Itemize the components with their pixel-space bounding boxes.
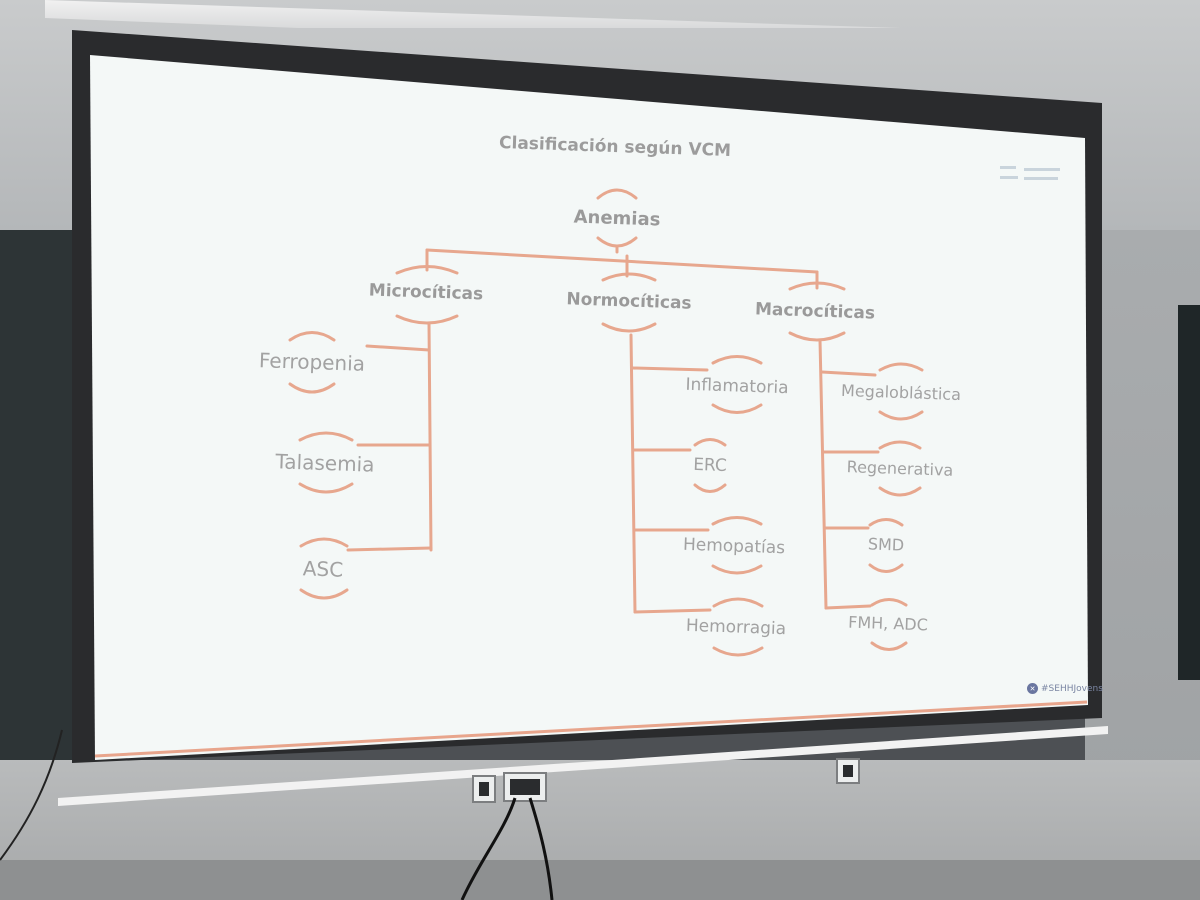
wall-socket-double xyxy=(503,772,547,802)
node-fmh-adc: FMH, ADC xyxy=(847,612,929,635)
society-logo-icon: ✕ xyxy=(1027,683,1038,694)
node-ferropenia: Ferropenia xyxy=(258,348,366,376)
normo-vertical xyxy=(629,333,637,614)
macro-to-fmh xyxy=(824,604,872,610)
node-talasemia: Talasemia xyxy=(275,449,375,477)
node-hemorragia: Hemorragia xyxy=(685,615,787,640)
hashtag-text: #SEHHJovens xyxy=(1041,683,1103,694)
wall-socket-right xyxy=(836,758,860,784)
floor-strip xyxy=(0,860,1200,900)
node-macrociticas: Macrocíticas xyxy=(754,299,876,324)
node-microciticas: Microcíticas xyxy=(368,280,484,305)
macro-vertical xyxy=(818,338,828,610)
node-inflamatoria: Inflamatoria xyxy=(685,374,789,399)
sponsor-logo xyxy=(1000,160,1062,188)
horizontal-trunk xyxy=(425,248,819,274)
normo-to-inflamatoria xyxy=(631,366,709,372)
normo-to-hemorragia xyxy=(633,608,712,614)
node-megaloblastica: Megaloblástica xyxy=(840,380,962,405)
node-smd: SMD xyxy=(867,534,905,555)
node-erc: ERC xyxy=(692,454,728,477)
micro-to-ferropenia xyxy=(365,344,431,352)
node-hemopatias: Hemopatías xyxy=(682,534,786,559)
window-right xyxy=(1178,305,1200,680)
micro-vertical xyxy=(427,321,433,552)
node-asc: ASC xyxy=(302,556,344,582)
macro-to-megaloblastica xyxy=(820,370,877,377)
wall-socket-left xyxy=(472,775,496,803)
slide-hashtag: ✕ #SEHHJovens xyxy=(1027,683,1103,694)
node-anemias: Anemias xyxy=(573,206,661,231)
node-regenerativa: Regenerativa xyxy=(846,457,954,480)
node-normociticas: Normocíticas xyxy=(566,289,692,314)
micro-to-asc xyxy=(346,546,433,552)
